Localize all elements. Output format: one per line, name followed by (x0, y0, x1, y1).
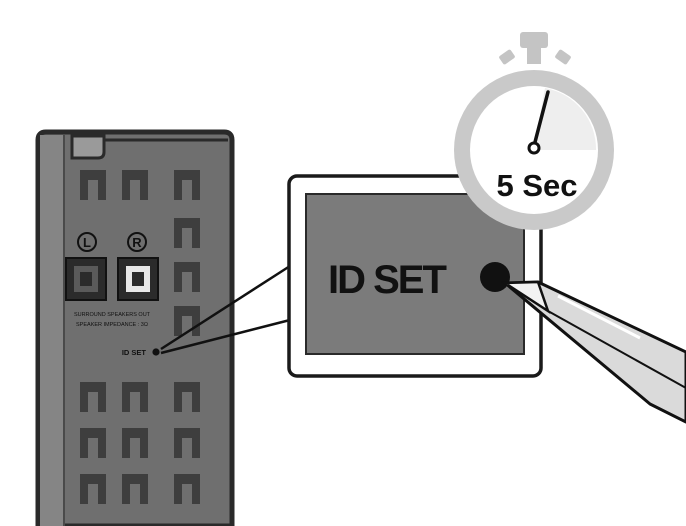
vent-grille-bottom (80, 382, 200, 504)
stylus-pen (500, 280, 686, 424)
port-label-line2: SPEAKER IMPEDANCE : 3Ω (76, 322, 148, 328)
stopwatch-duration-label: 5 Sec (496, 168, 577, 203)
id-set-small-label: ID SET (122, 348, 147, 357)
speaker-terminal-left[interactable] (65, 257, 107, 301)
id-set-large-label: ID SET (328, 258, 446, 302)
channel-left-label: L (83, 235, 91, 250)
wireless-receiver-module: L R SURROUND SPEAKERS OUT SPEAKER IMPEDA… (35, 129, 235, 526)
id-set-button-large[interactable] (480, 262, 510, 292)
channel-right-label: R (132, 235, 142, 250)
channel-left-marker: L (77, 232, 97, 252)
device-top-notch (70, 134, 106, 160)
stopwatch-hand (532, 90, 550, 148)
id-set-callout: ID SET (287, 174, 543, 378)
callout-pointer (160, 264, 291, 355)
device-side-rim (40, 135, 64, 526)
stopwatch-crown (520, 32, 548, 48)
channel-right-marker: R (127, 232, 147, 252)
id-set-button-small[interactable] (152, 348, 160, 356)
stopwatch-icon: 5 Sec (454, 32, 614, 230)
port-label-line1: SURROUND SPEAKERS OUT (74, 312, 151, 318)
device-body (35, 129, 235, 526)
speaker-terminal-right[interactable] (117, 257, 159, 301)
